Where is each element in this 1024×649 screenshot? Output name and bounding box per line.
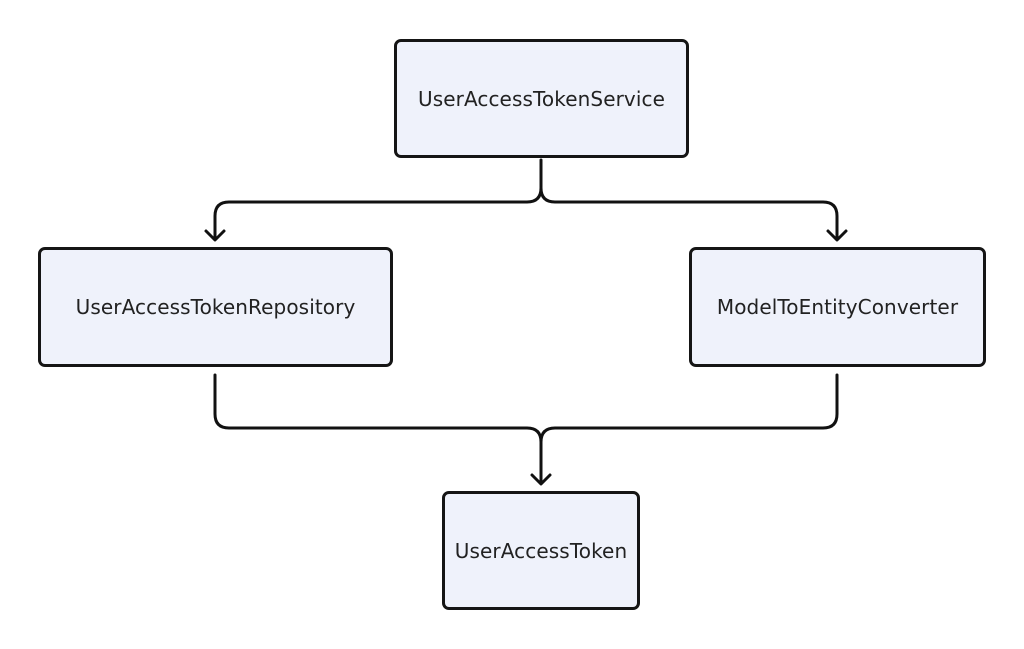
node-label: UserAccessTokenRepository <box>75 295 356 319</box>
connector-repository-to-token <box>213 373 543 485</box>
arrowhead-token <box>530 473 552 486</box>
connector-converter-to-token <box>539 373 839 444</box>
node-label: UserAccessToken <box>454 538 628 563</box>
connector-service-to-repository <box>213 158 543 241</box>
node-user-access-token-repository: UserAccessTokenRepository <box>38 247 393 367</box>
node-model-to-entity-converter: ModelToEntityConverter <box>689 247 986 367</box>
node-label: UserAccessTokenService <box>417 86 666 111</box>
connector-service-to-converter <box>539 186 839 241</box>
node-label: ModelToEntityConverter <box>716 295 959 319</box>
node-user-access-token: UserAccessToken <box>442 491 640 610</box>
node-user-access-token-service: UserAccessTokenService <box>394 39 689 158</box>
arrowhead-converter <box>826 229 848 242</box>
arrowhead-repository <box>204 229 226 242</box>
